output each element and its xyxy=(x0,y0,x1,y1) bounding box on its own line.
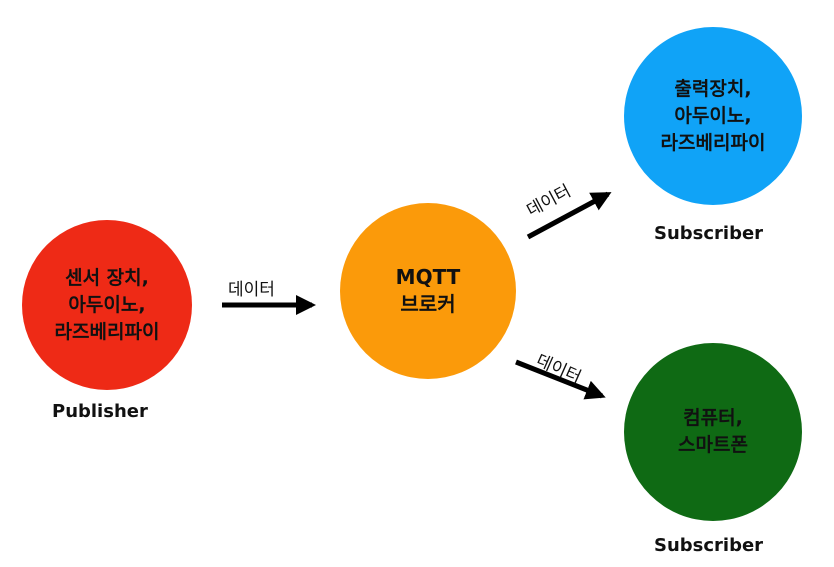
broker-line-2: 브로커 xyxy=(400,292,456,316)
arrow-broker-to-subscriber-1 xyxy=(526,191,612,240)
subscriber-1-line-2: 아두이노, xyxy=(674,104,752,127)
subscriber-2-node: 컴퓨터, 스마트폰 xyxy=(624,343,802,521)
edge-label-publisher-broker: 데이터 xyxy=(228,280,275,300)
broker-line-1: MQTT xyxy=(395,265,461,289)
subscriber-2-line-1: 컴퓨터, xyxy=(683,407,743,429)
broker-node: MQTT 브로커 xyxy=(340,203,516,379)
publisher-node: 센서 장치, 아두이노, 라즈베리파이 xyxy=(22,220,192,390)
publisher-role-label: Publisher xyxy=(52,401,148,422)
subscriber-1-line-1: 출력장치, xyxy=(674,77,752,100)
publisher-line-1: 센서 장치, xyxy=(65,266,149,289)
subscriber-1-role-label: Subscriber xyxy=(654,223,764,244)
subscriber-1-node: 출력장치, 아두이노, 라즈베리파이 xyxy=(624,27,802,205)
arrow-broker-to-subscriber-2 xyxy=(515,359,606,400)
subscriber-1-line-3: 라즈베리파이 xyxy=(660,131,766,154)
subscriber-2-role-label: Subscriber xyxy=(654,535,764,556)
subscriber-2-line-2: 스마트폰 xyxy=(678,434,748,456)
publisher-line-2: 아두이노, xyxy=(68,293,146,316)
publisher-line-3: 라즈베리파이 xyxy=(54,320,160,343)
